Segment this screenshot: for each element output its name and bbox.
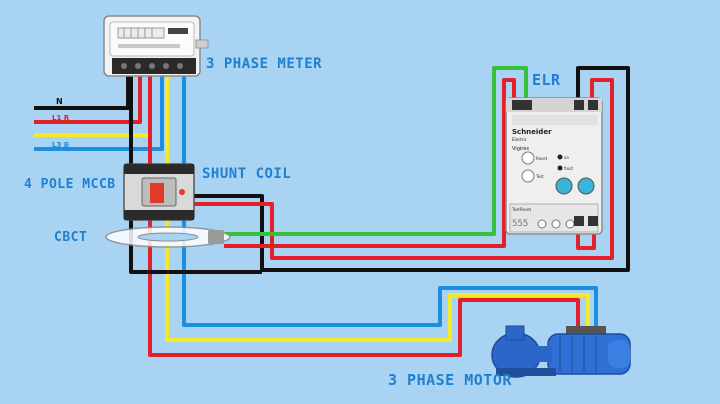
delay-dial[interactable]: [577, 177, 595, 195]
supply-label-l3: L3 B: [52, 141, 69, 149]
mccb: [123, 163, 195, 221]
supply-label-n: N: [56, 97, 63, 106]
on-led-label: on: [564, 155, 569, 160]
mccb-to-motor-wires: [148, 218, 598, 357]
supply-label-l1: L1 R: [52, 114, 70, 122]
supply-lines: [34, 72, 164, 151]
wire-shunt-black: [192, 66, 630, 272]
on-led: [557, 154, 563, 160]
cbct-ring: [105, 226, 231, 248]
elr-device: [505, 97, 603, 235]
sensitivity-dial[interactable]: [555, 177, 573, 195]
elr-label: ELR: [532, 71, 561, 89]
wire-cbct-green: [224, 66, 528, 236]
test-knob[interactable]: [521, 169, 535, 183]
reset-label: Reset: [536, 156, 548, 161]
elr-terminal-6: [588, 216, 598, 226]
elr-digits: 555: [512, 219, 528, 229]
meter-to-mccb-wires: [129, 75, 186, 168]
three-phase-motor: [491, 325, 631, 378]
fault-led: [557, 165, 563, 171]
fault-led-label: fault: [564, 166, 574, 171]
wire-l3-supply: [34, 72, 164, 151]
wire-neutral-supply: [34, 72, 130, 110]
shunt-coil-label: SHUNT COIL: [202, 166, 292, 182]
elr-terminal-2: [522, 100, 532, 110]
wire-l1-supply: [34, 72, 142, 124]
elr-terminal-3: [574, 100, 584, 110]
meter-label: 3 PHASE METER: [206, 56, 323, 72]
wire-motor-red: [148, 218, 580, 357]
elr-brand: Schneider: [512, 128, 552, 136]
elr-model: Vigirex: [512, 146, 529, 152]
elr-terminal-4: [588, 100, 598, 110]
elr-panel-text: TestReset: [511, 207, 531, 212]
motor-label: 3 PHASE MOTOR: [388, 371, 512, 389]
elr-terminal-1: [512, 100, 522, 110]
wire-cbct-red: [224, 78, 516, 248]
wire-elr-red-low: [576, 230, 596, 250]
cbct-label: CBCT: [54, 230, 88, 245]
wire-motor-blue: [182, 218, 598, 330]
elr-brand-sub: Electric: [512, 137, 527, 142]
wire-shunt-red: [192, 78, 614, 260]
wire-motor-yellow: [165, 218, 590, 342]
energy-meter: [103, 15, 209, 77]
test-label: Test: [535, 174, 544, 179]
reset-knob[interactable]: [521, 151, 535, 165]
elr-terminal-5: [574, 216, 584, 226]
mccb-label: 4 POLE MCCB: [24, 177, 116, 192]
